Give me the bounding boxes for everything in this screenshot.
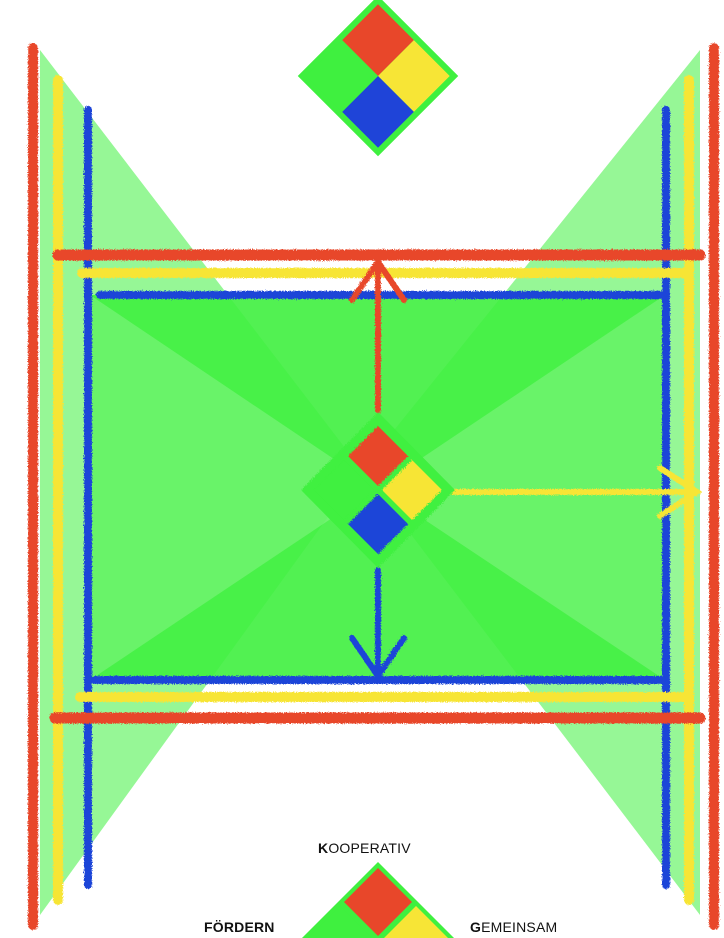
label-kooperativ: KOOPERATIV — [318, 840, 411, 856]
label-foerdern-text: FÖRDERN — [204, 919, 275, 935]
label-kooperativ-initial: K — [318, 840, 328, 856]
label-kooperativ-rest: OOPERATIV — [328, 840, 410, 856]
label-gemeinsam-rest: EMEINSAM — [481, 919, 557, 935]
label-gemeinsam-initial: G — [470, 919, 481, 935]
logo-diamond-bottom — [302, 862, 454, 938]
label-foerdern: FÖRDERN — [204, 919, 275, 935]
logo-diamond-top-quadrants — [302, 0, 454, 152]
label-gemeinsam: GEMEINSAM — [470, 919, 557, 935]
